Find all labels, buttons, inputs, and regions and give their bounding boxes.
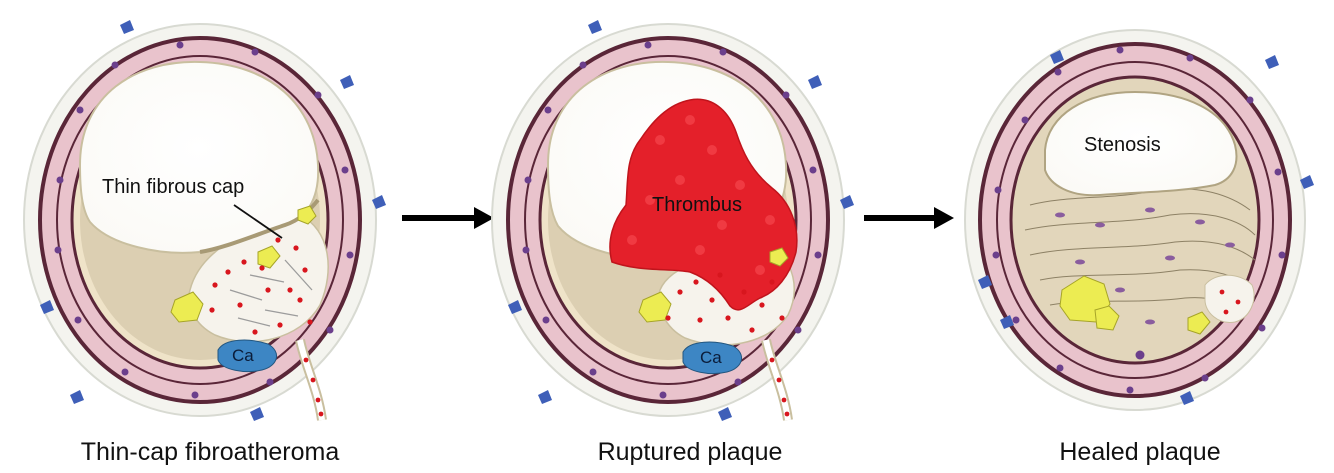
progression-arrow-1 xyxy=(402,207,494,229)
calcium-label-2: Ca xyxy=(700,348,722,368)
caption-thin-cap-fibroatheroma: Thin-cap fibroatheroma xyxy=(70,438,350,467)
stenosis-label: Stenosis xyxy=(1084,134,1161,157)
panel-thin-cap-fibroatheroma xyxy=(24,20,386,421)
thrombus-label: Thrombus xyxy=(652,194,742,217)
progression-arrow-2 xyxy=(864,207,954,229)
panel-healed-plaque xyxy=(965,30,1314,410)
calcium-label-1: Ca xyxy=(232,346,254,366)
thin-fibrous-cap-label: Thin fibrous cap xyxy=(102,176,244,199)
panel-ruptured-plaque xyxy=(492,20,854,421)
residual-lipid-3 xyxy=(1205,275,1254,322)
caption-ruptured-plaque: Ruptured plaque xyxy=(560,438,820,467)
caption-healed-plaque: Healed plaque xyxy=(1040,438,1240,467)
